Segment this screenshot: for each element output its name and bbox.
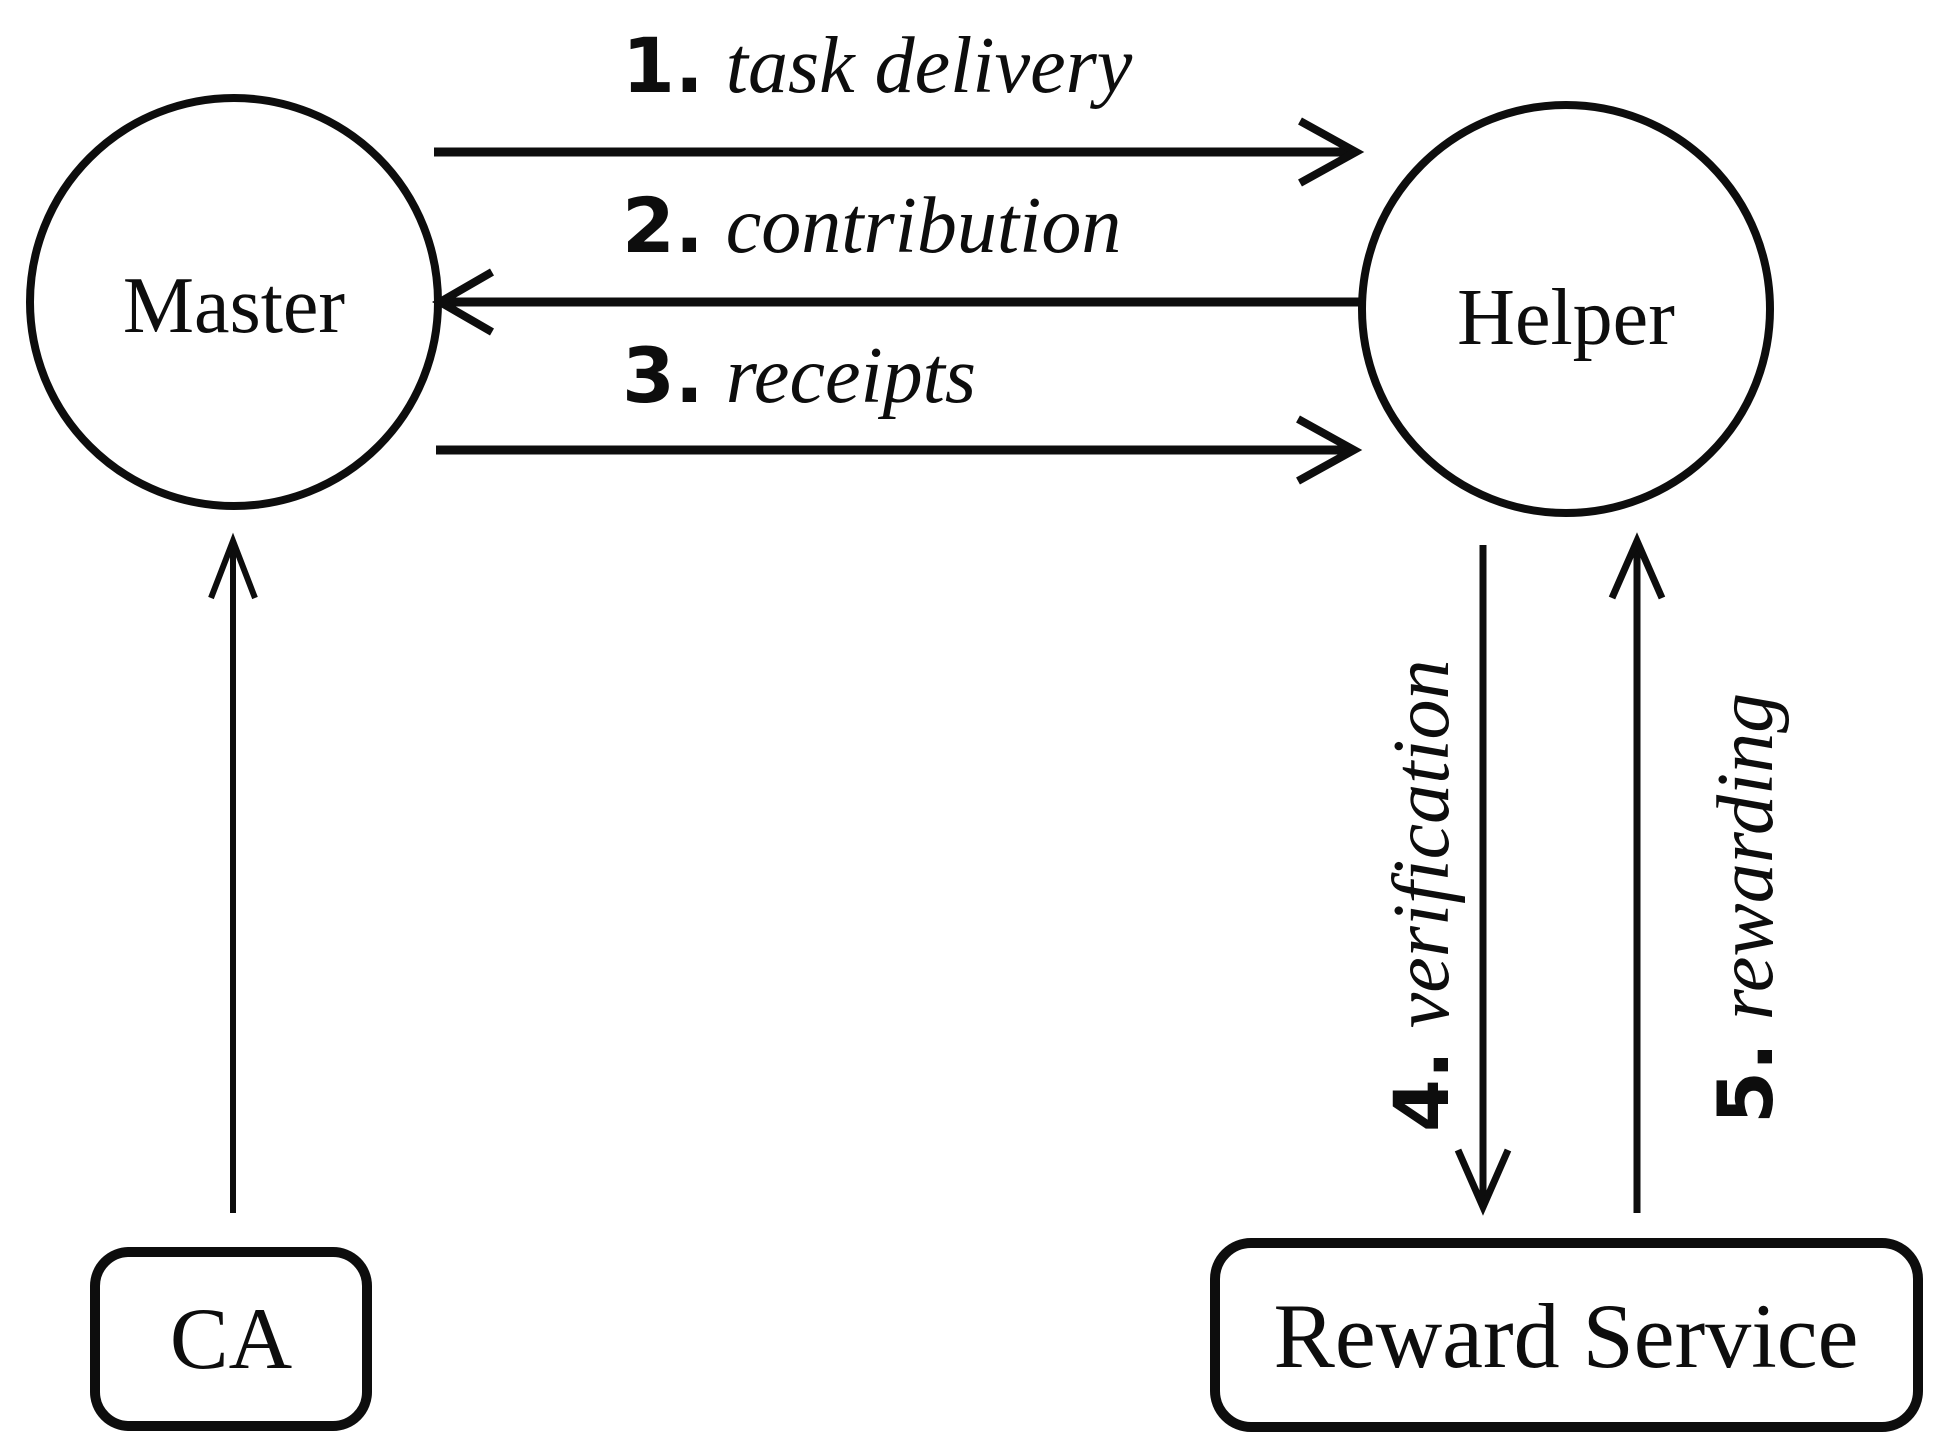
- arrow-rewarding-head-icon: [1608, 532, 1666, 600]
- edge-label-task-delivery-word: task delivery: [726, 22, 1133, 110]
- arrow-verification-head-icon: [1454, 1148, 1512, 1216]
- edge-label-verification-num: 4.: [1377, 1050, 1466, 1132]
- arrow-task-delivery-head-icon: [1298, 117, 1365, 187]
- helper-node-label: Helper: [1457, 274, 1675, 362]
- ca-node-box: [90, 1247, 372, 1431]
- ca-node-label: CA: [170, 1291, 292, 1388]
- arrow-receipts-head-icon: [1296, 415, 1363, 485]
- reward-service-node-label-text: Reward Service: [1274, 1285, 1859, 1387]
- arrow-ca-to-master-head-icon: [208, 532, 258, 600]
- master-node-label-text: Master: [123, 262, 345, 350]
- edge-label-rewarding: 5. rewarding: [1701, 693, 1790, 1124]
- edge-label-contribution-word: contribution: [726, 182, 1122, 270]
- helper-node-label-text: Helper: [1457, 274, 1675, 362]
- helper-node-circle: [1358, 101, 1774, 517]
- edge-label-rewarding-word: rewarding: [1702, 693, 1790, 1020]
- reward-service-node-label: Reward Service: [1274, 1285, 1859, 1387]
- edge-label-task-delivery-num: 1.: [622, 21, 704, 110]
- edge-label-task-delivery: 1.task delivery: [622, 21, 1133, 110]
- edge-label-receipts: 3.receipts: [622, 331, 976, 420]
- master-node-label: Master: [123, 262, 345, 350]
- edge-label-verification-word: verification: [1378, 659, 1466, 1028]
- reward-service-node-box: [1210, 1238, 1923, 1432]
- edge-label-contribution-num: 2.: [622, 181, 704, 270]
- ca-node-label-text: CA: [170, 1291, 292, 1388]
- edge-label-rewarding-num: 5.: [1701, 1042, 1790, 1124]
- edge-label-contribution: 2.contribution: [622, 181, 1121, 270]
- edge-label-receipts-word: receipts: [726, 332, 976, 420]
- arrow-contribution-head-icon: [431, 268, 494, 336]
- edge-label-verification: 4. verification: [1377, 659, 1466, 1132]
- edge-label-receipts-num: 3.: [622, 331, 704, 420]
